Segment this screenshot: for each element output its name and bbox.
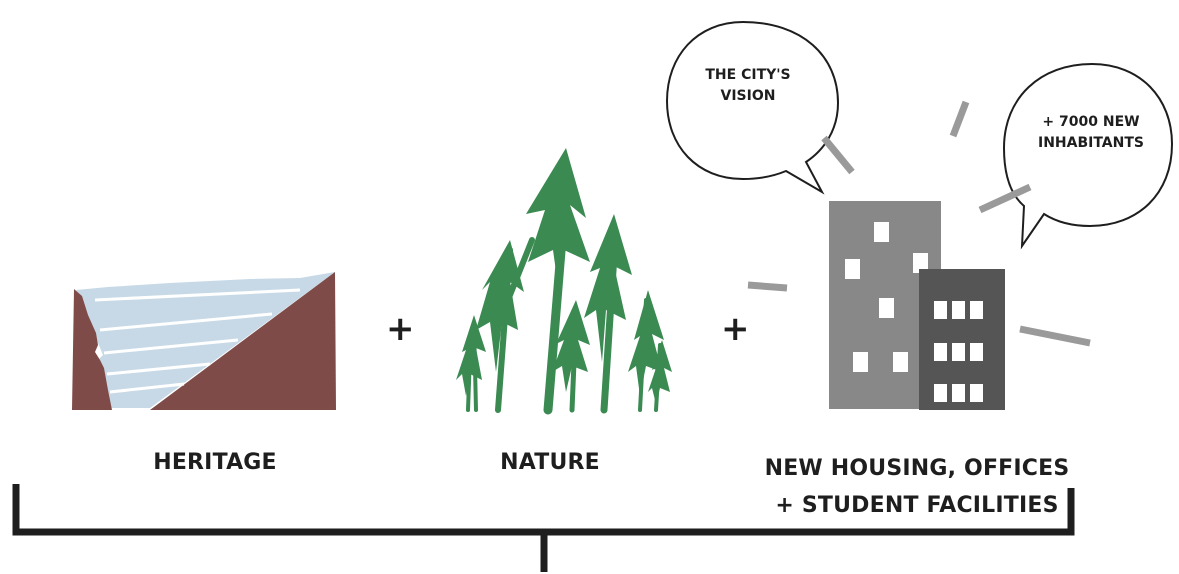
grouping-bracket	[12, 484, 1075, 572]
city-vision-bubble	[665, 20, 840, 195]
city-vision-text: THE CITY'S VISION	[688, 65, 808, 107]
ray-left-lower	[747, 281, 788, 292]
heritage-label: HERITAGE	[153, 450, 277, 475]
tree-tall-crown	[526, 148, 590, 300]
tree-left-crown	[476, 240, 524, 372]
tree-right-crown	[584, 214, 632, 362]
ray-top	[949, 100, 970, 138]
inhabitants-line-2: INHABITANTS	[1037, 135, 1144, 151]
tree-far-left-crown	[456, 315, 486, 396]
building-tall-windows	[845, 222, 928, 372]
tree-small-mid-crown	[552, 300, 590, 392]
nature-icon	[456, 148, 672, 415]
heritage-water	[76, 272, 335, 408]
ray-right-upper	[978, 183, 1032, 214]
tree-far-right-crown	[628, 290, 664, 396]
plus-operator-2: +	[721, 309, 750, 349]
rays	[747, 100, 1091, 347]
city-vision-line-2: VISION	[720, 88, 776, 104]
housing-label-line-1: NEW HOUSING, OFFICES	[764, 456, 1070, 481]
heritage-icon	[72, 272, 336, 410]
tree-edge-right-crown	[648, 340, 672, 404]
buildings-icon	[829, 201, 1005, 410]
housing-label: NEW HOUSING, OFFICES + STUDENT FACILITIE…	[752, 450, 1082, 524]
plus-operator-1: +	[386, 309, 415, 349]
heritage-cliff-left	[72, 289, 112, 410]
inhabitants-line-1: + 7000 NEW	[1042, 114, 1140, 130]
building-short-windows	[934, 301, 983, 402]
heritage-terrace-lines	[94, 288, 301, 394]
inhabitants-bubble	[1002, 62, 1174, 250]
heritage-cliff-right	[150, 272, 336, 410]
ray-right-lower	[1019, 325, 1091, 347]
inhabitants-text: + 7000 NEW INHABITANTS	[1028, 112, 1154, 154]
housing-label-line-2: + STUDENT FACILITIES	[775, 493, 1059, 518]
nature-label: NATURE	[500, 450, 600, 475]
city-vision-line-1: THE CITY'S	[705, 67, 791, 83]
ray-left-upper	[821, 135, 855, 175]
